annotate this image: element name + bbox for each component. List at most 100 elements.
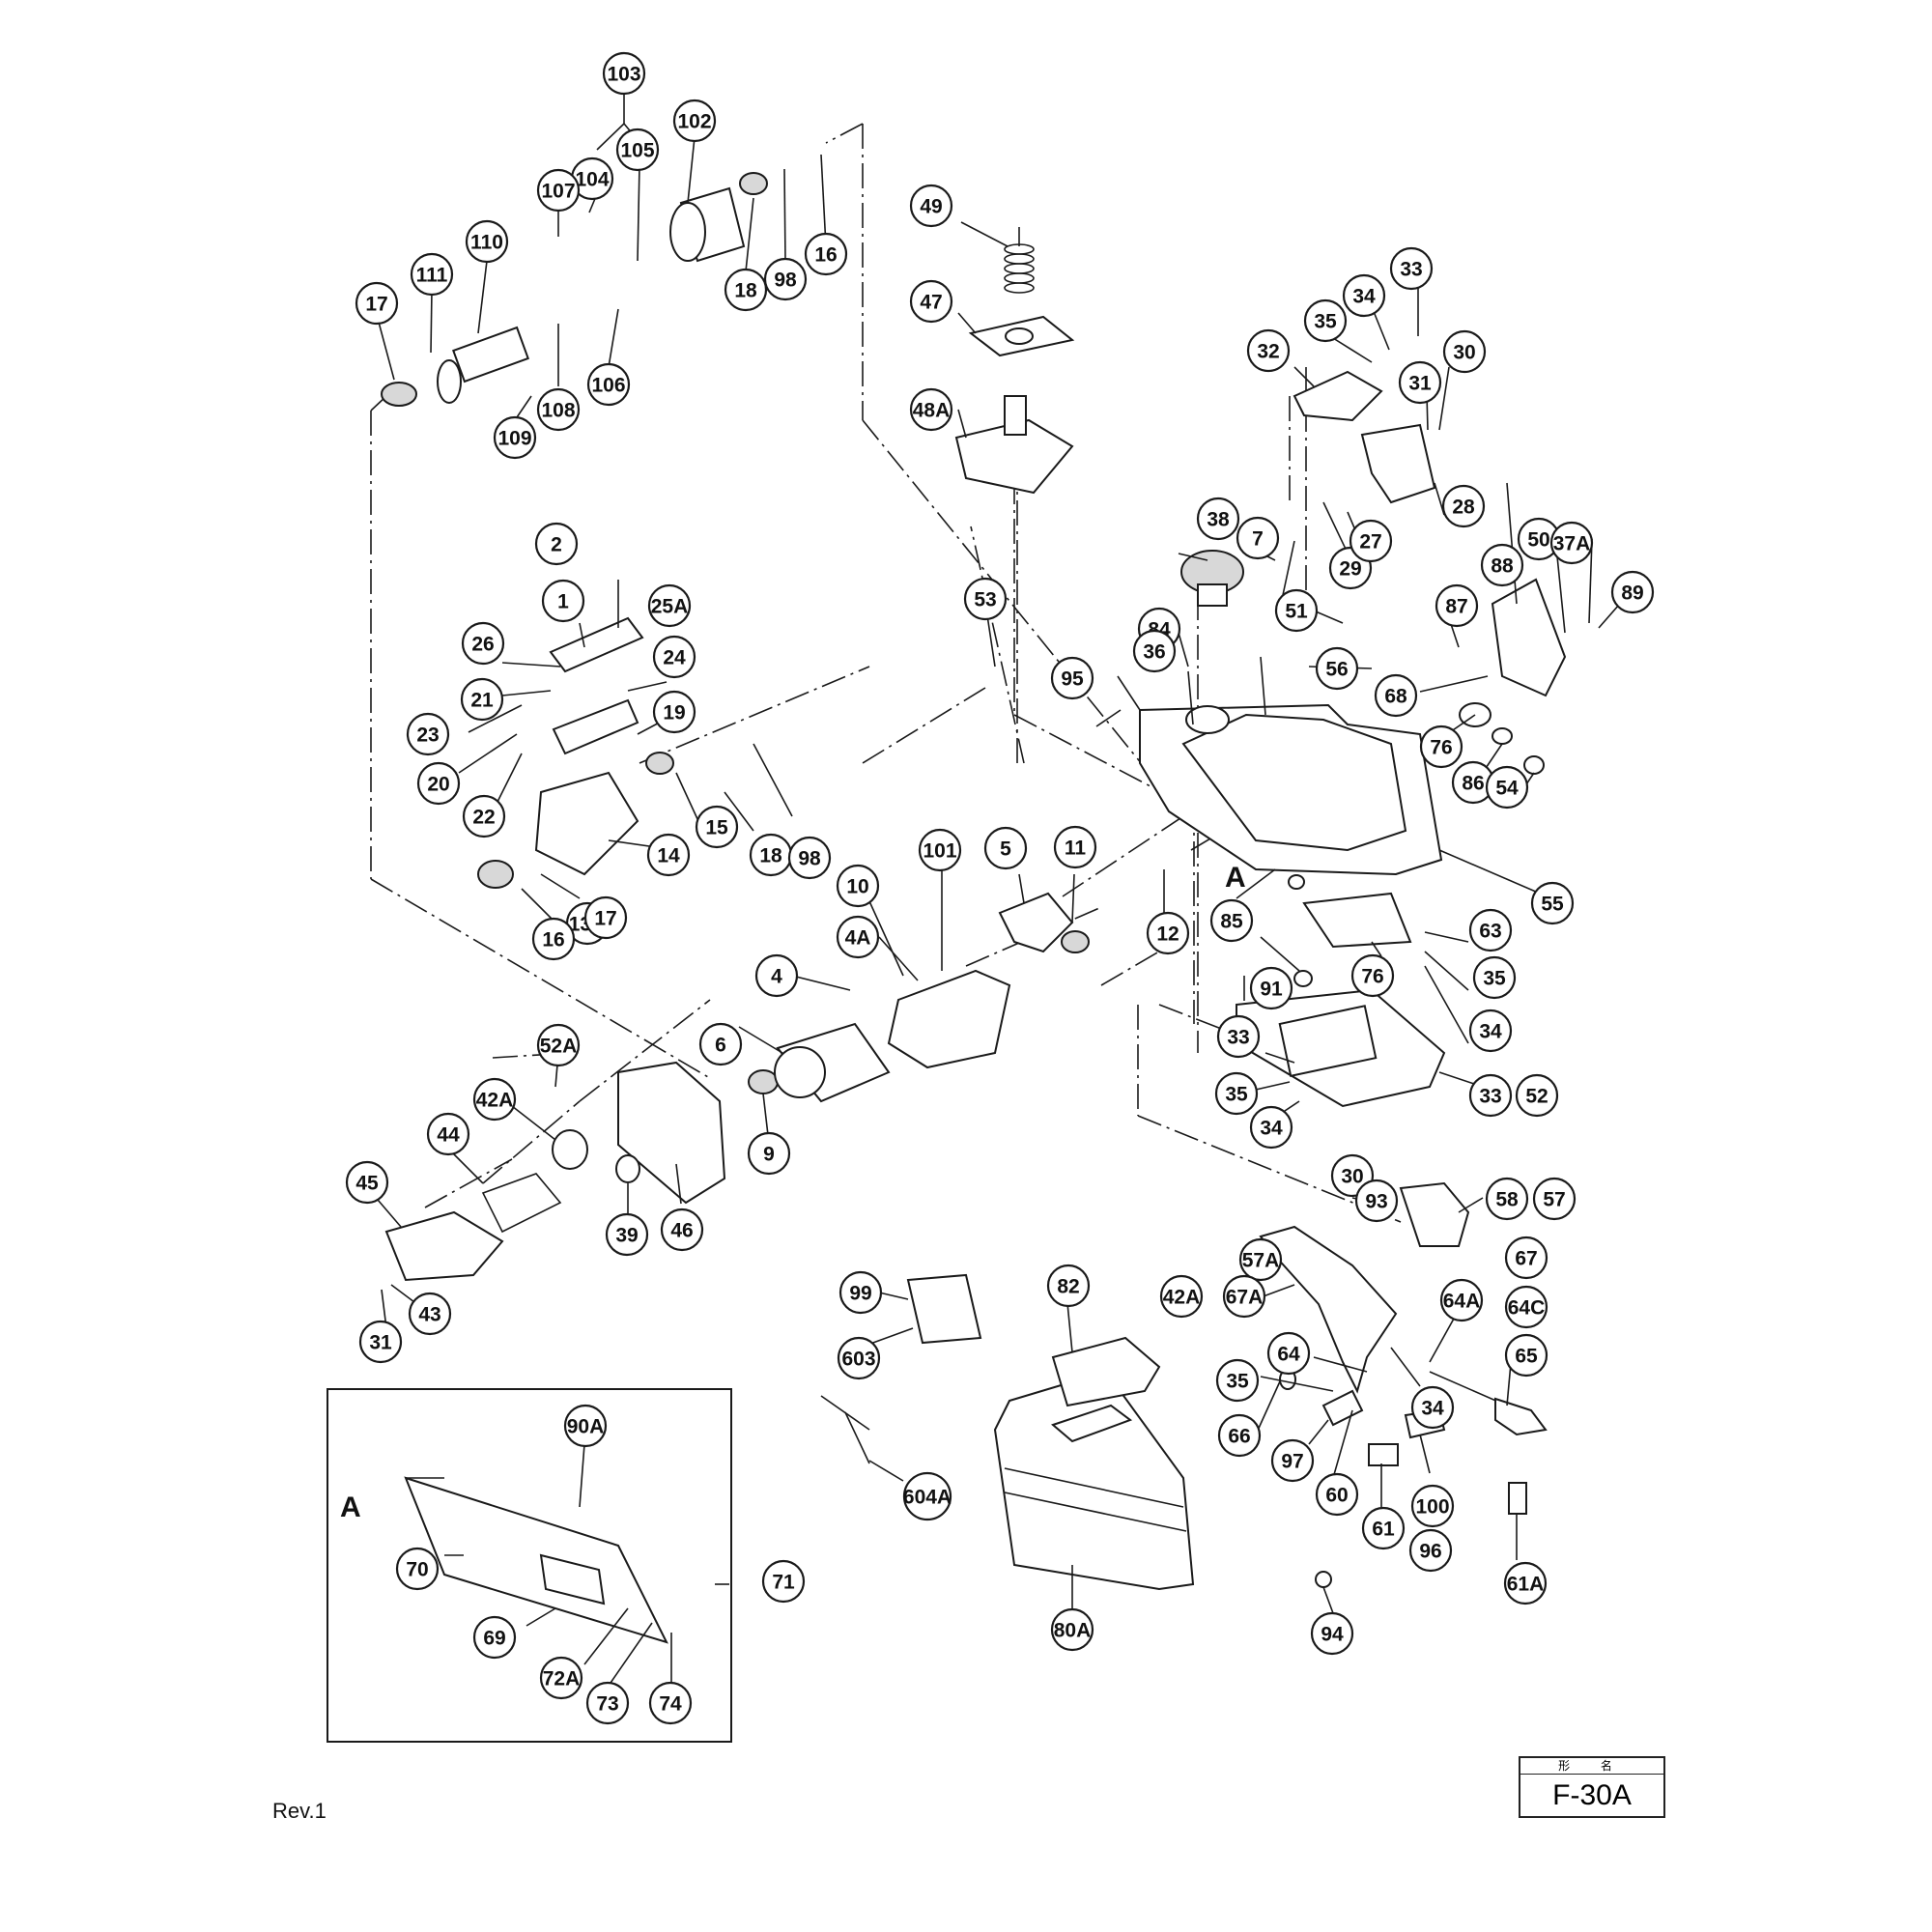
part-callout: 45 <box>345 1160 389 1205</box>
callout-circle <box>1249 966 1293 1010</box>
part-callout: 9 <box>747 1131 791 1176</box>
callout-circle <box>472 1615 517 1660</box>
callout-circle <box>1468 1009 1513 1053</box>
callout-number: 109 <box>497 428 531 450</box>
callout-number: 52 <box>1525 1086 1548 1108</box>
callout-circle <box>647 583 692 628</box>
callout-circle <box>1159 1274 1204 1319</box>
carrying-case <box>993 1370 1195 1591</box>
callout-circle <box>672 99 717 143</box>
part-callout: 106 <box>586 362 631 407</box>
callout-circle <box>652 635 696 679</box>
callout-circle <box>1274 588 1319 633</box>
callout-circle <box>837 1336 881 1380</box>
callout-circle <box>763 257 808 301</box>
callout-number: 55 <box>1541 894 1564 916</box>
callout-number: 604A <box>903 1487 952 1509</box>
callout-number: 42A <box>1163 1287 1201 1309</box>
callout-circle <box>1389 246 1434 291</box>
callout-circle <box>583 895 628 940</box>
part-callout: 56 <box>1315 646 1359 691</box>
part-callout: 64C <box>1504 1285 1548 1329</box>
title-block: 形 名 F-30A <box>1519 1756 1665 1818</box>
part-callout: 109 <box>493 415 537 460</box>
part-callout: 58 <box>1485 1177 1529 1221</box>
part-callout: 76 <box>1350 953 1395 998</box>
part-callout: 57A <box>1238 1237 1283 1282</box>
callout-number: 17 <box>365 294 387 316</box>
part-callout: 30 <box>1442 329 1487 374</box>
callout-number: 37A <box>1553 533 1591 555</box>
part-callout: 72A <box>539 1656 583 1700</box>
callout-circle <box>1374 673 1418 718</box>
part-callout: 110 <box>465 219 509 264</box>
part-callout: 36 <box>1132 629 1177 673</box>
callout-circle <box>1046 1264 1091 1308</box>
part-shapes <box>381 172 1567 1644</box>
part-callout: 35 <box>1303 298 1348 343</box>
part-callout: 96 <box>1408 1528 1453 1573</box>
callout-circle <box>1315 646 1359 691</box>
callout-circle <box>355 281 399 326</box>
callout-number: 58 <box>1495 1189 1519 1211</box>
callout-circle <box>652 690 696 734</box>
callout-number: 42A <box>476 1090 514 1112</box>
model-number: F-30A <box>1552 1779 1632 1811</box>
callout-number: 107 <box>541 181 575 203</box>
callout-number: 34 <box>1479 1021 1502 1043</box>
part-callout: 21 <box>460 677 504 722</box>
part-callout: 7 <box>1236 516 1280 560</box>
part-callout: 98 <box>763 257 808 301</box>
part-callout: 16 <box>531 917 576 961</box>
callout-number: 101 <box>923 840 956 863</box>
callout-number: 72A <box>543 1668 581 1690</box>
part-callout: 34 <box>1468 1009 1513 1053</box>
callout-circle <box>602 51 646 96</box>
callout-number: 108 <box>541 400 575 422</box>
callout-number: 16 <box>814 244 837 267</box>
callout-circle <box>648 1681 693 1725</box>
part-callout: 39 <box>605 1212 649 1257</box>
callout-number: 89 <box>1621 582 1643 605</box>
callout-circle <box>1196 497 1240 541</box>
part-callout: 71 <box>761 1559 806 1604</box>
callout-number: 15 <box>705 817 728 839</box>
callout-circle <box>1410 1484 1455 1528</box>
callout-number: 35 <box>1314 311 1337 333</box>
part-callout: 64 <box>1266 1331 1311 1376</box>
callout-number: 30 <box>1453 342 1475 364</box>
callout-number: 53 <box>974 589 996 611</box>
callout-circle <box>1315 1472 1359 1517</box>
callout-circle <box>493 415 537 460</box>
callout-number: 51 <box>1285 601 1308 623</box>
part-callout: 76 <box>1419 724 1463 769</box>
callout-number: 24 <box>663 647 686 669</box>
part-callout: 38 <box>1196 497 1240 541</box>
callout-circle <box>1236 516 1280 560</box>
part-callout: 68 <box>1374 673 1418 718</box>
callout-circle <box>1503 1561 1548 1605</box>
part-callout: 88 <box>1480 543 1524 587</box>
part-callout: 93 <box>1354 1179 1399 1223</box>
part-callout: 33 <box>1216 1014 1261 1059</box>
part-callout: 42A <box>1159 1274 1204 1319</box>
part-callout: 105 <box>615 128 660 172</box>
part-callout: 100 <box>1410 1484 1455 1528</box>
assembly-lines <box>370 123 1402 1223</box>
callout-circle <box>918 828 962 872</box>
callout-number: 49 <box>920 196 942 218</box>
callout-circle <box>1530 881 1575 925</box>
callout-number: 63 <box>1479 921 1501 943</box>
part-callout: 73 <box>585 1681 630 1725</box>
part-callout: 47 <box>909 279 953 324</box>
part-callout: 51 <box>1274 588 1319 633</box>
callout-circle <box>461 621 505 666</box>
part-callout: 98 <box>787 836 832 880</box>
callout-circle <box>1435 583 1479 628</box>
callout-number: 99 <box>849 1283 871 1305</box>
part-callout: 91 <box>1249 966 1293 1010</box>
part-callout: 15 <box>695 805 739 849</box>
part-callout: 19 <box>652 690 696 734</box>
callout-circle <box>1504 1236 1548 1280</box>
callout-circle <box>836 915 880 959</box>
